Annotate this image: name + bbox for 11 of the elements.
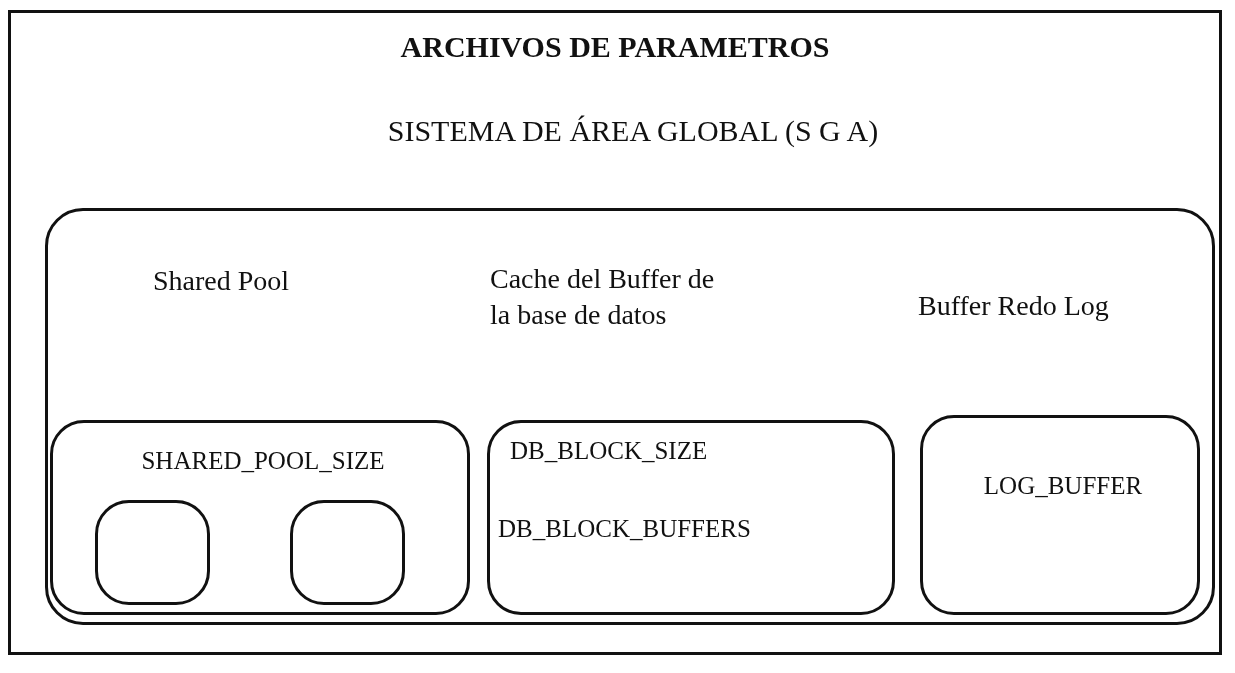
pool-heading: Shared Pool xyxy=(153,264,291,298)
area-heading: SISTEMA DE ÁREA GLOBAL (S G A) xyxy=(386,113,880,149)
pool-heading: Cache del Buffer de la base de datos xyxy=(490,262,716,333)
diagram-title: ARCHIVOS DE PARAMETROS xyxy=(399,30,831,64)
memory-block-box xyxy=(95,500,210,605)
parameter-name: DB_BLOCK_BUFFERS xyxy=(498,514,752,544)
memory-block-box xyxy=(290,500,405,605)
parameter-name: LOG_BUFFER xyxy=(982,471,1144,501)
pool-heading: Buffer Redo Log xyxy=(918,289,1110,323)
parameter-name: SHARED_POOL_SIZE xyxy=(140,446,386,476)
parameter-name: DB_BLOCK_SIZE xyxy=(510,436,709,466)
